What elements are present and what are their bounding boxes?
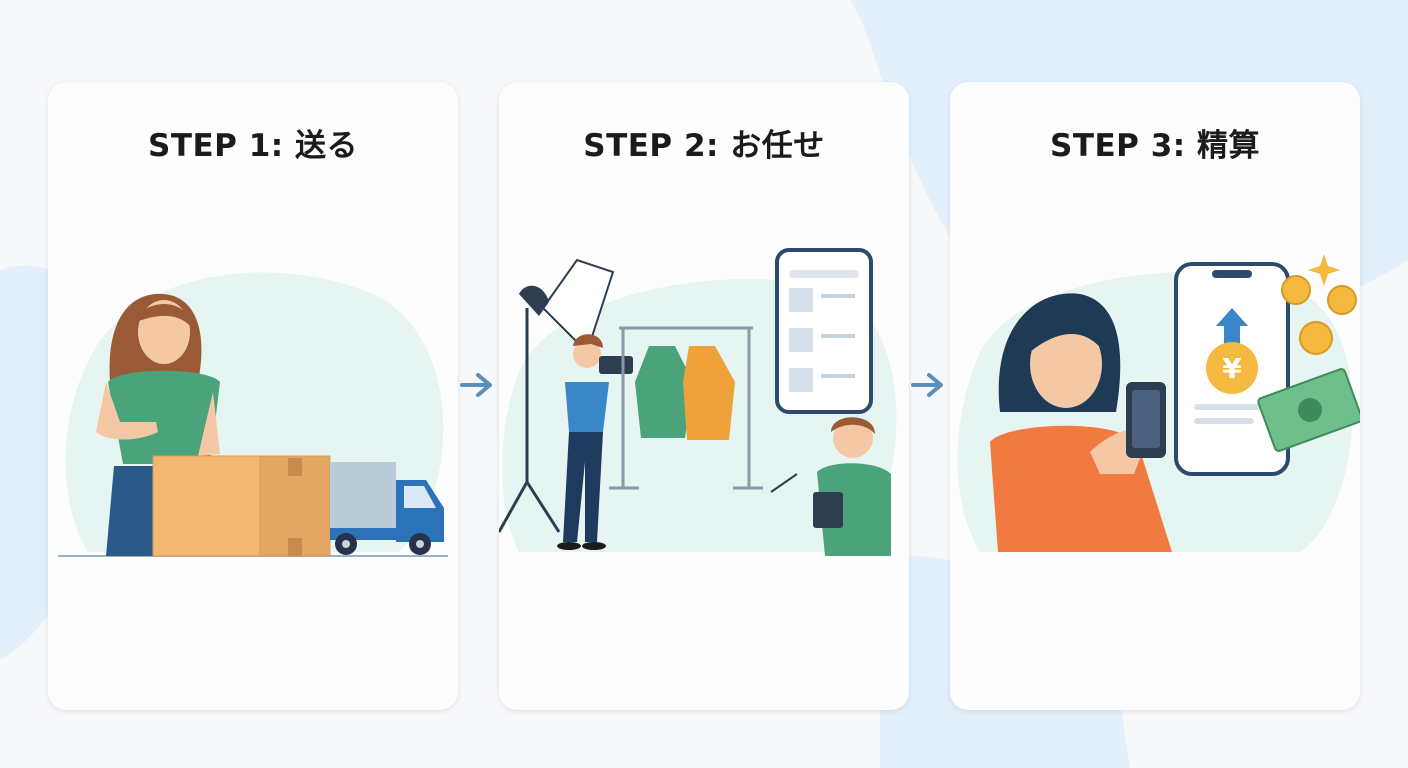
- arrow-right-icon: [911, 373, 943, 397]
- step-card-3: STEP 3: 精算 ¥: [950, 82, 1360, 710]
- step-3-title: STEP 3: 精算: [1050, 128, 1260, 164]
- arrow-right-icon: [460, 373, 492, 397]
- step-card-1: STEP 1: 送る: [48, 82, 458, 710]
- send-package-illustration: [58, 272, 448, 557]
- step-2-title: STEP 2: お任せ: [583, 128, 825, 164]
- payment-illustration: ¥: [957, 254, 1360, 552]
- step-card-2: STEP 2: お任せ: [499, 82, 909, 710]
- yen-symbol: ¥: [1222, 352, 1242, 385]
- step-1-title: STEP 1: 送る: [148, 128, 358, 164]
- photo-shoot-illustration: [499, 248, 897, 556]
